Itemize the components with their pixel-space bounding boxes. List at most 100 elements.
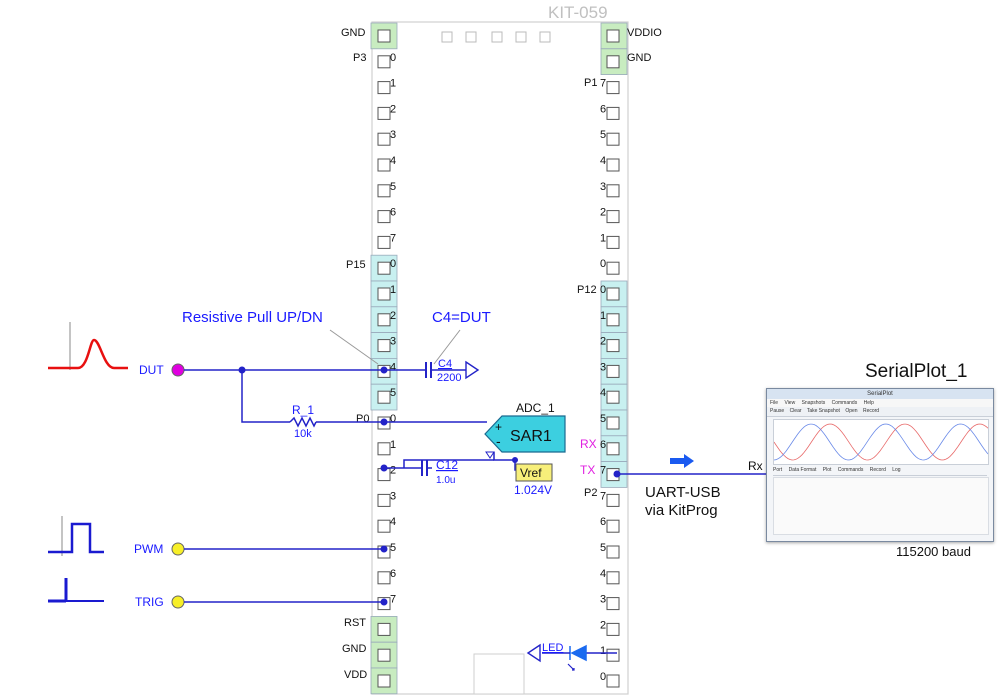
pin-right-1 [606, 55, 620, 69]
serialplot-window: SerialPlot File View Snapshots Commands … [766, 388, 994, 542]
record-button[interactable]: Record [862, 408, 880, 414]
port3-label: P3 [353, 52, 366, 64]
vdd-label: VDD [344, 669, 367, 681]
pin-right-num-22: 3 [600, 594, 606, 606]
pin-left-25 [377, 674, 391, 688]
pin-right-num-23: 2 [600, 619, 606, 631]
pin-right-2 [606, 81, 620, 95]
adc-gnd-icon [485, 451, 495, 459]
pin-right-num-6: 3 [600, 181, 606, 193]
wave-red [773, 423, 989, 461]
pin-right-9 [606, 261, 620, 275]
pin-left-10 [377, 287, 391, 301]
uart-line2: via KitProg [645, 502, 718, 519]
port12-label: P12 [577, 284, 597, 296]
vref-box [515, 463, 553, 482]
pin-bg [370, 383, 398, 411]
pin-right-num-15: 5 [600, 413, 606, 425]
pin-right-25 [606, 674, 620, 688]
port1-label: P1 [584, 77, 597, 89]
sar-adc [484, 415, 566, 453]
open-button[interactable]: Open [845, 408, 858, 414]
serialplot-waves [773, 423, 989, 461]
pin-right-5 [606, 158, 620, 172]
pin-right-num-9: 0 [600, 258, 606, 270]
menu-snapshots[interactable]: Snapshots [801, 400, 826, 406]
tab-log[interactable]: Log [892, 467, 901, 473]
pin-left-18 [377, 493, 391, 507]
vref-name: Vref [520, 466, 542, 480]
usb-connector [473, 653, 525, 695]
rst-label: RST [344, 617, 366, 629]
tab-record[interactable]: Record [869, 467, 886, 473]
tab-data-format[interactable]: Data Format [788, 467, 817, 473]
pin-left-num-8: 7 [390, 232, 396, 244]
snapshot-button[interactable]: Take Snapshot [806, 408, 840, 414]
pin-left-num-18: 3 [390, 490, 396, 502]
clear-button[interactable]: Clear [789, 408, 802, 414]
pin-right-num-3: 6 [600, 103, 606, 115]
pin-left-16 [377, 442, 391, 456]
serialplot-titlebar: SerialPlot [767, 389, 993, 399]
pause-button[interactable]: Pause [770, 408, 785, 414]
serialplot-plot [773, 419, 989, 465]
trig-port [171, 595, 185, 609]
pin-left-6 [377, 184, 391, 198]
adc-ref-junction [512, 457, 518, 463]
pin-left-11 [377, 313, 391, 327]
menu-commands[interactable]: Commands [831, 400, 858, 406]
tab-plot[interactable]: Plot [822, 467, 832, 473]
serialplot-settings-panel [773, 477, 989, 535]
pin-right-20 [606, 545, 620, 559]
pin-right-num-14: 4 [600, 387, 606, 399]
pin-left-19 [377, 519, 391, 533]
serialplot-toolbar: Pause Clear Take Snapshot Open Record [767, 407, 993, 417]
pin-left-num-20: 5 [390, 542, 396, 554]
led-gnd-icon [526, 643, 541, 663]
serialplot-title: SerialPlot_1 [865, 361, 968, 382]
vddio-label: VDDIO [627, 27, 662, 39]
r1-zigzag [289, 416, 317, 428]
pin-left-num-5: 4 [390, 155, 396, 167]
pin-right-num-8: 1 [600, 232, 606, 244]
tx-pin-label: TX [580, 463, 595, 477]
pwm-port-label: PWM [134, 542, 163, 556]
c4dut-annotation: C4=DUT [432, 309, 491, 326]
pin-right-23 [606, 622, 620, 636]
pin-right-16 [606, 442, 620, 456]
port2-label: P2 [584, 487, 597, 499]
led-arrow-icon [567, 663, 575, 671]
c12-name: C12 [436, 458, 458, 472]
c12-value: 1.0u [436, 475, 455, 486]
rx-pin-label: RX [580, 437, 597, 451]
tab-commands[interactable]: Commands [837, 467, 864, 473]
r1-wire [241, 370, 290, 423]
c4-name: C4 [438, 358, 452, 370]
pin-left-num-7: 6 [390, 207, 396, 219]
pin-left-num-15: 0 [390, 413, 396, 425]
menu-file[interactable]: File [770, 400, 779, 406]
adc-name: ADC_1 [516, 401, 555, 415]
pin-left-num-3: 2 [390, 103, 396, 115]
pin-left-num-2: 1 [390, 78, 396, 90]
kit-title: KIT-059 [548, 3, 608, 22]
port0-label: P0 [356, 413, 369, 425]
pin-right-num-25: 0 [600, 671, 606, 683]
pin-left-14 [377, 390, 391, 404]
pin-left-num-1: 0 [390, 52, 396, 64]
pin-left-5 [377, 158, 391, 172]
tab-port[interactable]: Port [773, 467, 783, 473]
trig-port-label: TRIG [135, 595, 164, 609]
right-gnd-label: GND [627, 52, 652, 64]
pull-annotation: Resistive Pull UP/DN [182, 309, 323, 326]
pin-right-num-21: 4 [600, 568, 606, 580]
port15-label: P15 [346, 259, 366, 271]
pin-right-8 [606, 235, 620, 249]
sar-plus: + [495, 420, 502, 434]
menu-help[interactable]: Help [863, 400, 874, 406]
pwm-port [171, 542, 185, 556]
pin-left-num-22: 7 [390, 594, 396, 606]
left-gnd-label: GND [341, 27, 366, 39]
menu-view[interactable]: View [784, 400, 796, 406]
wave-blue [773, 423, 989, 461]
